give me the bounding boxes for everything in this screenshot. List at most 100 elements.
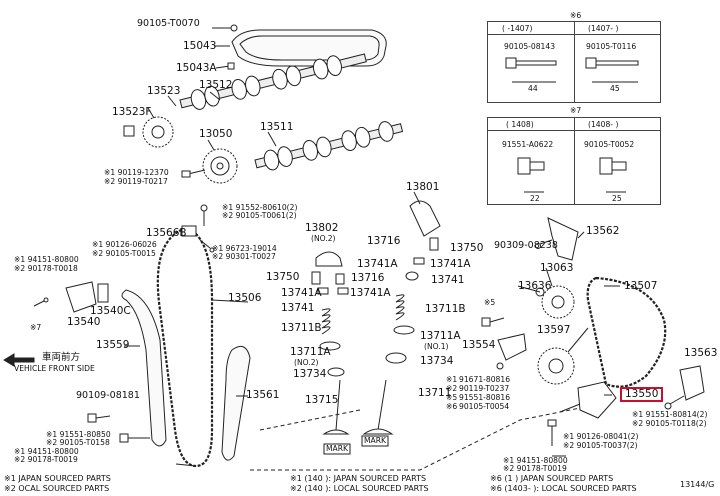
part-13711b-l[interactable]: 13711B: [281, 322, 322, 334]
tensioner-13550: [577, 381, 617, 419]
part-13716-b[interactable]: 13716: [351, 272, 385, 284]
part-15043[interactable]: 15043: [183, 40, 217, 52]
detail-box-2-title: ※7: [570, 106, 582, 115]
detail-box-2-col1-part[interactable]: 91551-A0622: [502, 140, 554, 149]
slipper-13540c: [97, 283, 109, 303]
callout-bl-3: ※1 94151-80800: [14, 447, 79, 456]
part-13506[interactable]: 13506: [228, 292, 262, 304]
callout-5: ※5: [484, 298, 496, 307]
part-13734-b[interactable]: 13734: [293, 368, 327, 380]
part-13741a-m[interactable]: 13741A: [350, 287, 391, 299]
part-13802-no2: (NO.2): [311, 234, 336, 243]
bracket-13540: [65, 281, 97, 313]
callout-l1-2: ※2 90178-T0018: [14, 264, 78, 273]
callout-rr-1: ※1 91551-80814(2): [632, 410, 708, 419]
part-13540c[interactable]: 13540C: [90, 305, 131, 317]
part-13715[interactable]: 13715: [305, 394, 339, 406]
callout-13566b-1: ※1 91552-80610(2): [222, 203, 298, 212]
detail-box-1-col1-part[interactable]: 90105-08143: [504, 42, 556, 51]
mark-label-b: MARK: [364, 436, 387, 445]
callout-r1-p1: ※1: [446, 375, 458, 384]
callout-r1-p4: ※6: [446, 402, 458, 411]
footnote-right-japan: ※6 (1 ) JAPAN SOURCED PARTS: [490, 474, 614, 483]
diagram-code: 13144/G: [680, 480, 715, 489]
detail-box-2: ( 1408) (1408- ) 91551-A0622 90105-T0052…: [487, 117, 661, 205]
timing-chain-13506: [156, 226, 214, 468]
front-direction-arrow: [3, 353, 35, 367]
part-13563[interactable]: 13563: [684, 347, 718, 359]
part-13741a-r2[interactable]: 13741A: [430, 258, 471, 270]
callout-rb-3: ※1 94151-80800: [503, 456, 568, 465]
part-15043a[interactable]: 15043A: [176, 62, 217, 74]
part-13711a-l[interactable]: 13711A: [290, 346, 331, 358]
part-13561[interactable]: 13561: [246, 389, 280, 401]
valve-spring-right: [395, 294, 405, 321]
bracket-13562: [547, 217, 579, 261]
part-13750-b[interactable]: 13750: [266, 271, 300, 283]
footnote-mid-local: ※2 (140 ): LOCAL SOURCED PARTS: [290, 484, 429, 493]
part-13566b[interactable]: 13566B: [146, 227, 187, 239]
part-13734-a[interactable]: 13734: [420, 355, 454, 367]
part-13716-a[interactable]: 13716: [367, 235, 401, 247]
seal-15043a: [227, 62, 235, 70]
bolt-90105-t0070: [230, 24, 238, 32]
part-13507[interactable]: 13507: [624, 280, 658, 292]
part-13750-a[interactable]: 13750: [450, 242, 484, 254]
camshaft-13512: [179, 53, 367, 110]
detail-box-1-col1-head: ( -1407): [502, 24, 533, 33]
bracket-13563: [679, 365, 705, 401]
oil-pump-chain-13507: [586, 276, 667, 388]
part-13741-b[interactable]: 13741: [281, 302, 315, 314]
part-13636[interactable]: 13636: [518, 280, 552, 292]
rocker-13801: [409, 200, 441, 237]
chain-guide-13561: [221, 345, 251, 461]
footnote-local: ※2 OCAL SOURCED PARTS: [4, 484, 110, 493]
detail-box-2-col2-dim: 25: [612, 194, 622, 203]
sprocket-13523: [142, 116, 174, 148]
part-13597[interactable]: 13597: [537, 324, 571, 336]
part-13050[interactable]: 13050: [199, 128, 233, 140]
callout-rr-2: ※2 90105-T0118(2): [632, 419, 707, 428]
callout-l2-2: ※2 90105-T0015: [92, 249, 156, 258]
callout-r1-3: 91551-80816: [459, 393, 511, 402]
part-13550-highlighted[interactable]: 13550: [620, 387, 664, 402]
part-13741a-r[interactable]: 13741A: [357, 258, 398, 270]
part-13540[interactable]: 13540: [67, 316, 101, 328]
part-13554[interactable]: 13554: [462, 339, 496, 351]
detail-box-2-col1-dim: 22: [530, 194, 540, 203]
callout-rb-1: ※1 90126-08041(2): [563, 432, 639, 441]
callout-l3: ※7: [30, 323, 42, 332]
part-13801[interactable]: 13801: [406, 181, 440, 193]
part-13562[interactable]: 13562: [586, 225, 620, 237]
callout-r1-2: 90119-T0237: [459, 384, 510, 393]
head-cover-gasket-inner: [239, 35, 380, 61]
valve-13715: [335, 379, 341, 431]
tensioner-13554: [497, 333, 527, 361]
part-13711b[interactable]: 13711B: [425, 303, 466, 315]
part-13523[interactable]: 13523: [147, 85, 181, 97]
part-90309-08238[interactable]: 90309-08238: [494, 240, 558, 251]
callout-bl-4: ※2 90178-T0019: [14, 455, 78, 464]
part-13711[interactable]: 13711: [418, 387, 452, 399]
part-13511[interactable]: 13511: [260, 121, 294, 133]
part-13711a[interactable]: 13711A: [420, 330, 461, 342]
part-90109-08181[interactable]: 90109-08181: [76, 390, 140, 401]
part-13523f[interactable]: 13523F: [112, 106, 152, 118]
direction-label-jp: 車両前方: [42, 352, 81, 363]
part-13741[interactable]: 13741: [431, 274, 465, 286]
part-13559[interactable]: 13559: [96, 339, 130, 351]
head-cover-gasket: [231, 29, 387, 67]
valve-13711: [377, 379, 387, 431]
detail-box-2-col2-part[interactable]: 90105-T0052: [584, 140, 635, 149]
part-13512[interactable]: 13512: [199, 79, 233, 91]
part-13063[interactable]: 13063: [540, 262, 574, 274]
detail-box-1-title: ※6: [570, 11, 582, 20]
crank-sprocket-13597: [537, 347, 575, 385]
part-13741a-l[interactable]: 13741A: [281, 287, 322, 299]
part-90105-t0070[interactable]: 90105-T0070: [137, 18, 200, 29]
part-13802[interactable]: 13802: [305, 222, 339, 234]
valve-spring-left: [321, 308, 331, 335]
detail-box-1-col2-part[interactable]: 90105-T0116: [586, 42, 637, 51]
